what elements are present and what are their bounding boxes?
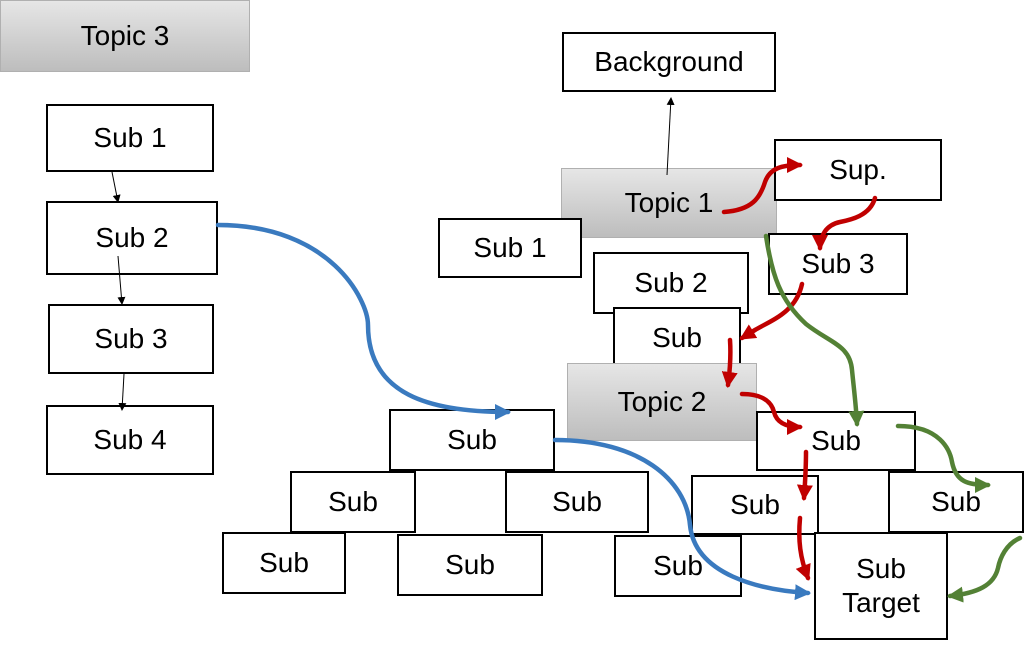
left-sub-4-label: Sub 4 — [93, 424, 167, 456]
topic-2-label: Topic 2 — [617, 386, 707, 417]
topic-1-box: Topic 1 — [561, 168, 777, 238]
left-sub-2-box: Sub 2 — [46, 201, 218, 275]
left-sub-4-box: Sub 4 — [46, 405, 214, 475]
topic-3-label: Topic 3 — [80, 20, 170, 51]
right-sub-1-label: Sub 1 — [473, 232, 547, 264]
arrow-topic1-to-background — [666, 97, 675, 176]
left-sub-2-label: Sub 2 — [95, 222, 169, 254]
sub-label: Sub — [653, 550, 703, 582]
right-sub-2-box: Sub 2 — [593, 252, 749, 314]
sup-label: Sup. — [829, 154, 887, 186]
arrow-sub1-to-sub2 — [111, 171, 121, 203]
left-sub-3-box: Sub 3 — [48, 304, 214, 374]
topic-1-label: Topic 1 — [624, 187, 714, 218]
sub-label: Sub — [447, 424, 497, 456]
green-arrow-sub-to-target — [947, 535, 1023, 603]
sub-label: Sub — [730, 489, 780, 521]
sub-box-mid-left: Sub — [691, 475, 819, 535]
sub-label: Sub — [931, 486, 981, 518]
sub-label: Sub — [811, 425, 861, 457]
sub-box-blue-top: Sub — [389, 409, 555, 471]
sub-target-line-2: Target — [842, 587, 920, 618]
right-sub-3-label: Sub 3 — [801, 248, 875, 280]
topic-3-box: Topic 3 — [0, 0, 250, 72]
sub-box-row3-a: Sub — [222, 532, 346, 594]
sub-box-row3-b: Sub — [397, 534, 543, 596]
sub-box-row2-a: Sub — [290, 471, 416, 533]
sub-label: Sub — [552, 486, 602, 518]
sub-box-row2-b: Sub — [505, 471, 649, 533]
right-sub-3-box: Sub 3 — [768, 233, 908, 295]
sub-target-box: Sub Target — [814, 532, 948, 640]
sub-target-line-1: Sub — [856, 553, 906, 585]
sub-box-under-sub-2: Sub — [613, 307, 741, 369]
background-box: Background — [562, 32, 776, 92]
sub-box-mid-right: Sub — [888, 471, 1024, 533]
right-sub-2-label: Sub 2 — [634, 267, 708, 299]
sub-box-row3-c: Sub — [614, 535, 742, 597]
left-sub-3-label: Sub 3 — [94, 323, 168, 355]
left-sub-1-label: Sub 1 — [93, 122, 167, 154]
right-sub-1-box: Sub 1 — [438, 218, 582, 278]
sup-box: Sup. — [774, 139, 942, 201]
sub-label: Sub — [652, 322, 702, 354]
left-sub-1-box: Sub 1 — [46, 104, 214, 172]
background-label: Background — [594, 46, 744, 78]
sub-label: Sub — [259, 547, 309, 579]
sub-box-upper-right: Sub — [756, 411, 916, 471]
sub-label: Sub — [445, 549, 495, 581]
sub-label: Sub — [328, 486, 378, 518]
topic-2-box: Topic 2 — [567, 363, 757, 441]
